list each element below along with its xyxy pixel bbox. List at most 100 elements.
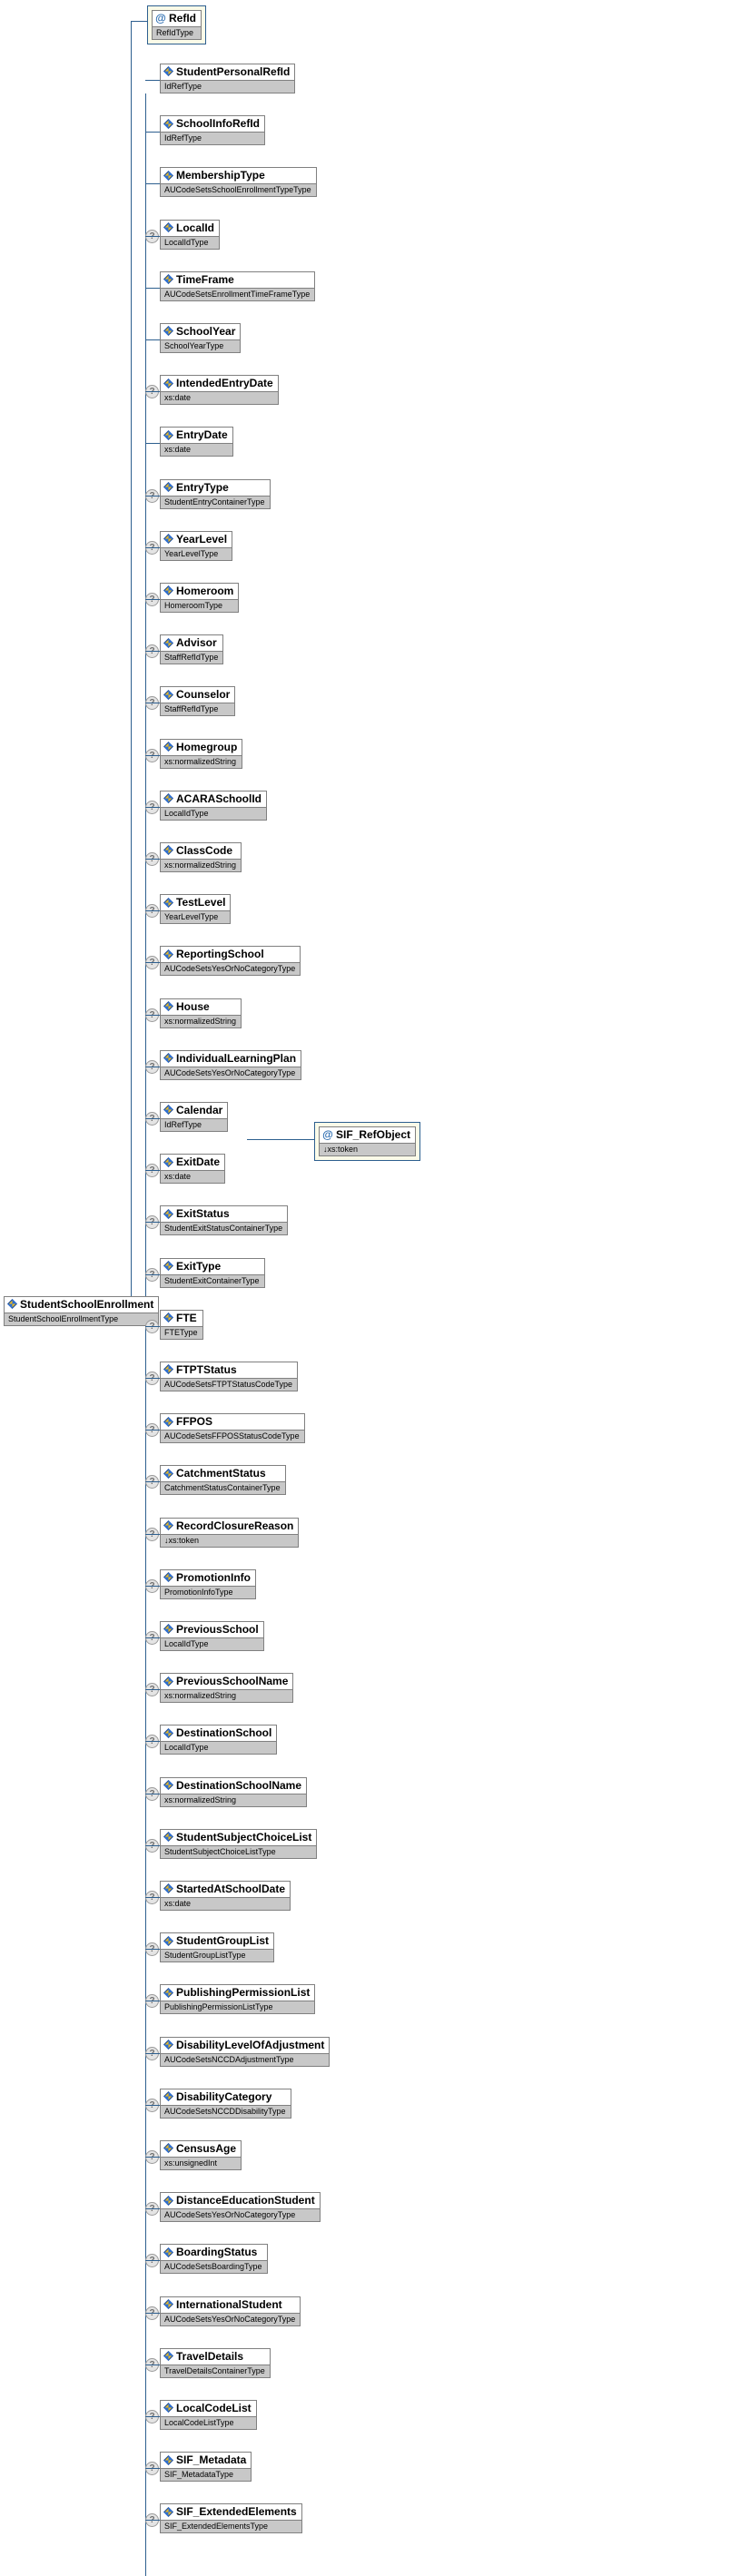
element-icon <box>163 378 173 388</box>
element-icon <box>163 1208 173 1219</box>
node-type: StaffRefIdType <box>161 651 223 664</box>
node-title: StudentPersonalRefId <box>161 64 295 80</box>
element-icon <box>163 2351 173 2362</box>
connector-to-LocalCodeList <box>145 2416 160 2417</box>
node-title: Counselor <box>161 687 235 703</box>
node-name-label: PreviousSchoolName <box>176 1675 289 1688</box>
node-title: ExitDate <box>161 1155 225 1171</box>
connector-to-ExitType <box>145 1273 160 1275</box>
node-type: xs:normalizedString <box>161 1793 307 1806</box>
node-SIF_RefObject-wrapper[interactable]: @SIF_RefObject ↓xs:token <box>314 1122 421 1161</box>
element-icon <box>163 1364 173 1375</box>
connector-to-DisabilityLevelOfAdjustment <box>145 2052 160 2054</box>
element-icon <box>163 741 173 752</box>
node-RecordClosureReason[interactable]: RecordClosureReason↓xs:token <box>160 1517 300 1548</box>
node-title: StudentSchoolEnrollment <box>5 1297 159 1313</box>
node-title: Homeroom <box>161 584 239 599</box>
node-SIF_RefObject[interactable]: @SIF_RefObject ↓xs:token <box>319 1126 417 1156</box>
connector-to-EntryType <box>145 495 160 497</box>
node-name-label: Counselor <box>176 688 231 702</box>
connector-to-PromotionInfo <box>145 1585 160 1587</box>
attribute-icon: @ <box>322 1127 333 1141</box>
node-title: PublishingPermissionList <box>161 1985 315 2001</box>
connector-to-Advisor <box>145 651 160 653</box>
node-title: YearLevel <box>161 531 232 547</box>
node-name-label: StudentGroupList <box>176 1934 269 1948</box>
node-type: xs:normalizedString <box>161 754 242 768</box>
connector-spine-refid <box>131 21 132 1303</box>
node-name-label: PromotionInfo <box>176 1570 251 1584</box>
node-name-label: DestinationSchool <box>176 1726 272 1740</box>
connector-to-CatchmentStatus <box>145 1481 160 1483</box>
node-name-label: DestinationSchoolName <box>176 1778 302 1792</box>
node-name-label: ClassCode <box>176 844 233 857</box>
node-title: CensusAge <box>161 2141 242 2157</box>
node-title: LocalId <box>161 220 220 236</box>
node-type: AUCodeSetsNCCDAdjustmentType <box>161 2052 330 2066</box>
node-type: SIF_ExtendedElementsType <box>161 2520 301 2533</box>
node-type: YearLevelType <box>161 546 232 560</box>
node-title: TimeFrame <box>161 271 315 288</box>
element-icon <box>163 585 173 596</box>
node-name-label: BoardingStatus <box>176 2246 258 2259</box>
node-type: PromotionInfoType <box>161 1585 255 1598</box>
node-title: Homegroup <box>161 739 242 755</box>
element-icon <box>163 845 173 856</box>
node-type: IdRefType <box>161 1118 228 1131</box>
node-title: TravelDetails <box>161 2348 270 2365</box>
node-name-label: TravelDetails <box>176 2349 244 2363</box>
element-icon <box>163 2247 173 2257</box>
node-type: AUCodeSetsBoardingType <box>161 2260 267 2274</box>
node-StudentSchoolEnrollment[interactable]: StudentSchoolEnrollment StudentSchoolEnr… <box>4 1296 160 1326</box>
